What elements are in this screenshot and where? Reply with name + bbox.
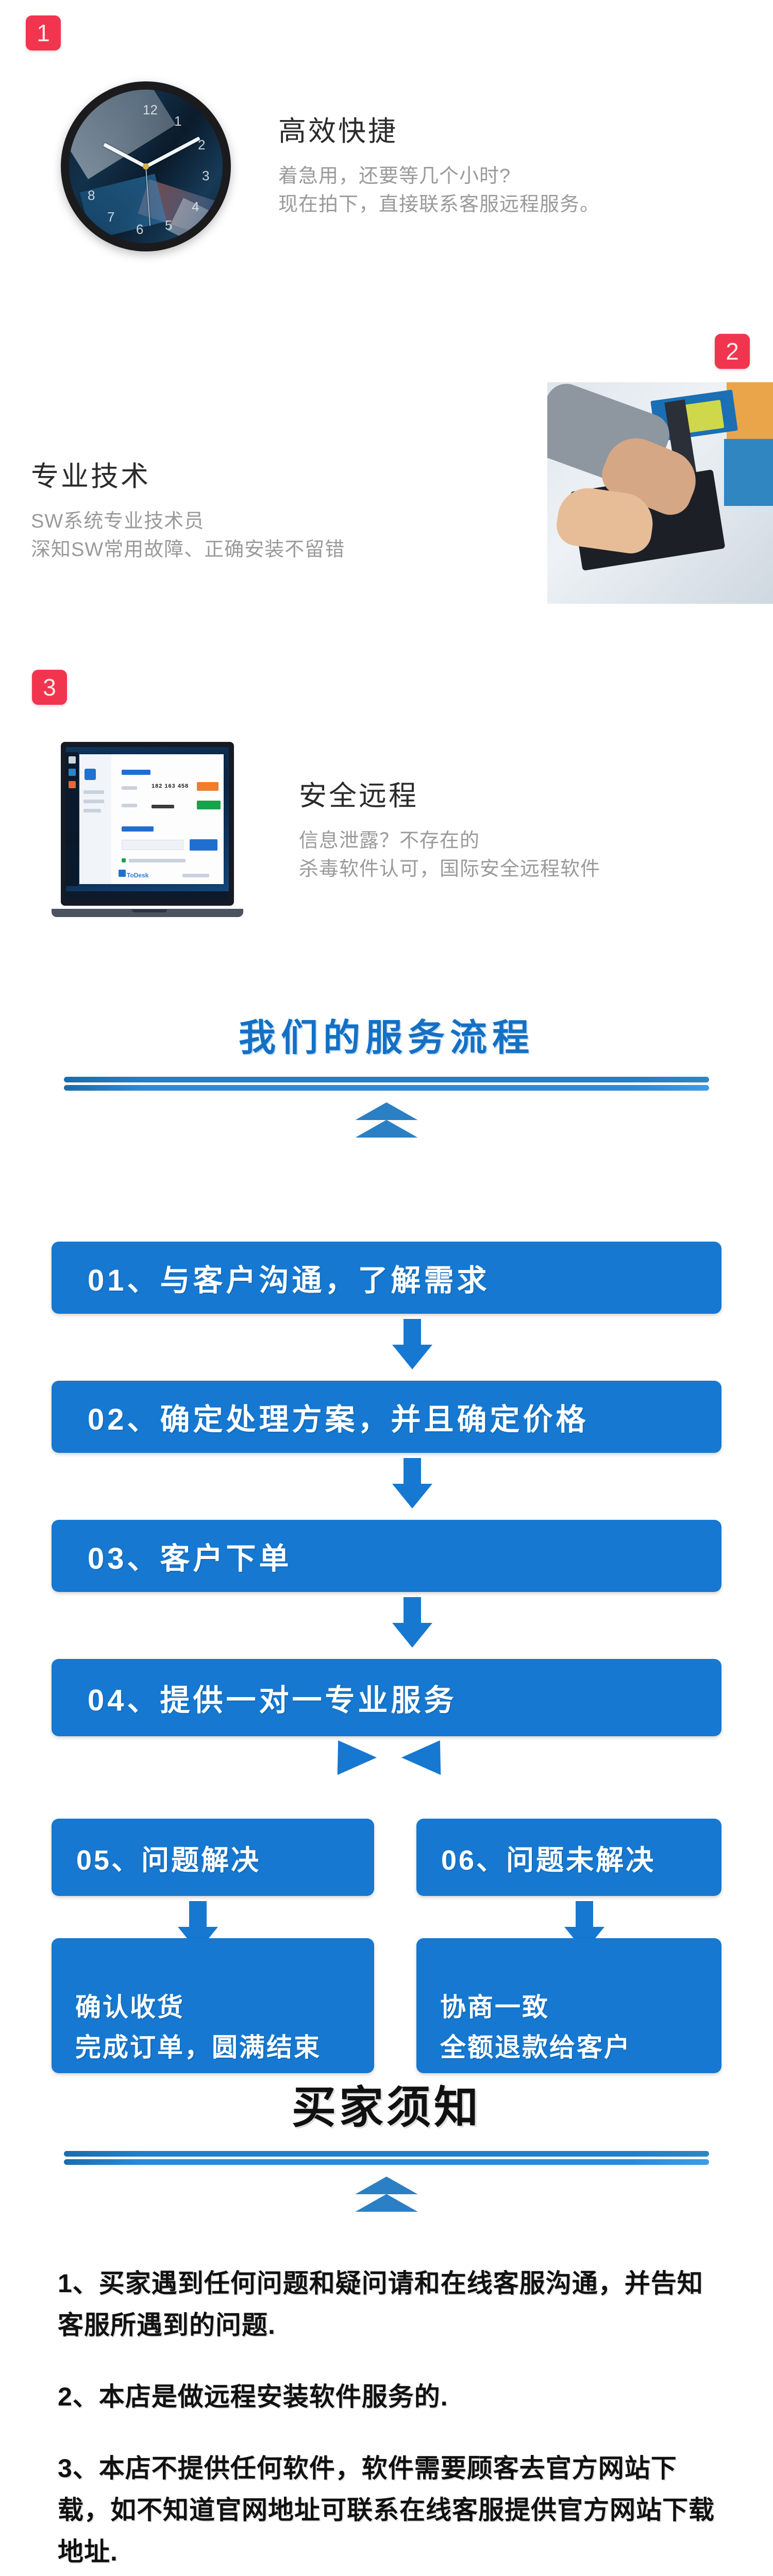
remote-code-input[interactable] bbox=[122, 840, 183, 850]
flow-result-right[interactable]: 协商一致 全额退款给客户 bbox=[416, 1938, 721, 2073]
notice-item-3: 3、本店不提供任何软件，软件需要顾客去官方网站下载，如不知道官网地址可联系在线客… bbox=[58, 2454, 715, 2566]
green-chip bbox=[197, 801, 221, 809]
flow-step-01-label: 01、与客户沟通，了解需求 bbox=[88, 1264, 490, 1297]
flow-result-left[interactable]: 确认收货 完成订单，圆满结束 bbox=[52, 1938, 374, 2073]
windows-dock bbox=[66, 752, 78, 886]
clock-number-2: 2 bbox=[198, 137, 206, 152]
notice-divider bbox=[64, 2151, 709, 2165]
feature-1-subtitle: 着急用，还要等几个小时? 现在拍下，直接联系客服远程服务。 bbox=[278, 162, 600, 219]
feature-2-subtitle: SW系统专业技术员 深知SW常用故障、正确安装不留错 bbox=[31, 507, 345, 564]
flow-result-right-line-1: 协商一致 bbox=[440, 1993, 549, 2022]
flow-result-right-line-2: 全额退款给客户 bbox=[440, 2032, 631, 2062]
chevron-down-icon bbox=[356, 1103, 417, 1152]
flow-arrow-1 bbox=[392, 1319, 432, 1369]
clock-number-12: 12 bbox=[143, 102, 158, 117]
flow-step-04[interactable]: 04、提供一对一专业服务 bbox=[52, 1659, 721, 1736]
feature-1-sub-line-1: 着急用，还要等几个小时? bbox=[278, 165, 511, 187]
orange-chip bbox=[197, 782, 219, 791]
feature-1-sub-line-2: 现在拍下，直接联系客服远程服务。 bbox=[278, 194, 600, 216]
flow-step-05[interactable]: 05、问题解决 bbox=[52, 1819, 374, 1896]
windows-taskbar bbox=[66, 891, 229, 901]
process-heading: 我们的服务流程 bbox=[238, 1018, 534, 1059]
flow-step-06-label: 06、问题未解决 bbox=[441, 1844, 656, 1876]
flow-arrow-2 bbox=[392, 1458, 432, 1509]
flow-result-left-line-1: 确认收货 bbox=[75, 1993, 184, 2022]
feature-3-sub-line-1: 信息泄露？不存在的 bbox=[299, 830, 480, 852]
device-code-heading bbox=[122, 770, 150, 775]
feature-badge-1: 1 bbox=[26, 15, 61, 50]
flow-result-left-line-2: 完成订单，圆满结束 bbox=[75, 2032, 321, 2062]
clock-center-hub bbox=[143, 163, 149, 170]
process-heading-block: 我们的服务流程 bbox=[0, 1007, 773, 1152]
clock-number-8: 8 bbox=[88, 188, 95, 203]
feature-3-sub-line-2: 杀毒软件认可，国际安全远程软件 bbox=[299, 858, 601, 880]
laptop-lid: 182 163 458 ToDesk bbox=[61, 742, 234, 906]
feature-3-title: 安全远程 bbox=[299, 781, 418, 811]
notice-item-1: 1、买家遇到任何问题和疑问请和在线客服沟通，并告知客服所遇到的问题. bbox=[58, 2269, 703, 2340]
clock-number-7: 7 bbox=[107, 209, 115, 225]
remote-control-heading bbox=[122, 826, 154, 832]
clock-number-6: 6 bbox=[136, 222, 144, 237]
todesk-logo-text: ToDesk bbox=[127, 872, 149, 879]
flow-step-04-label: 04、提供一对一专业服务 bbox=[88, 1684, 457, 1717]
feature-2-sub-line-1: SW系统专业技术员 bbox=[31, 511, 205, 532]
laptop-notch bbox=[132, 909, 167, 912]
flow-step-03[interactable]: 03、客户下单 bbox=[52, 1520, 721, 1592]
clock-number-5: 5 bbox=[165, 217, 173, 233]
flow-arrow-branch-left bbox=[325, 1740, 377, 1787]
clock-minute-hand bbox=[145, 137, 200, 168]
connect-button[interactable] bbox=[190, 839, 217, 851]
flow-arrow-branch-right bbox=[401, 1740, 453, 1787]
feature-badge-2: 2 bbox=[715, 334, 750, 369]
feature-2-title: 专业技术 bbox=[31, 461, 150, 492]
feature-3-subtitle: 信息泄露？不存在的 杀毒软件认可，国际安全远程软件 bbox=[299, 827, 600, 884]
flow-step-01[interactable]: 01、与客户沟通，了解需求 bbox=[52, 1242, 721, 1314]
flow-step-05-label: 05、问题解决 bbox=[76, 1844, 261, 1876]
feature-2-sub-line-2: 深知SW常用故障、正确安装不留错 bbox=[31, 539, 345, 561]
todesk-sidebar bbox=[79, 754, 111, 884]
user-avatar bbox=[85, 769, 96, 780]
feature-block-2: 专业技术 SW系统专业技术员 深知SW常用故障、正确安装不留错 bbox=[31, 453, 345, 564]
flow-step-02-label: 02、确定处理方案，并且确定价格 bbox=[88, 1403, 589, 1436]
todesk-window: 182 163 458 ToDesk bbox=[79, 754, 224, 884]
feature-block-3: 安全远程 信息泄露？不存在的 杀毒软件认可，国际安全远程软件 bbox=[299, 773, 600, 884]
laptop-remote-desktop-image: 182 163 458 ToDesk bbox=[52, 737, 247, 917]
notice-heading-block: 买家须知 bbox=[0, 2071, 773, 2226]
clock-number-1: 1 bbox=[174, 113, 182, 129]
flow-step-02[interactable]: 02、确定处理方案，并且确定价格 bbox=[52, 1381, 721, 1453]
flow-split-arrows bbox=[325, 1740, 453, 1809]
clock-number-4: 4 bbox=[192, 199, 199, 214]
notice-item-2: 2、本店是做远程安装软件服务的. bbox=[58, 2382, 448, 2411]
flow-step-06[interactable]: 06、问题未解决 bbox=[416, 1819, 721, 1896]
feature-1-title: 高效快捷 bbox=[278, 116, 398, 147]
flow-arrow-3 bbox=[392, 1597, 432, 1648]
process-divider bbox=[64, 1077, 709, 1091]
laptop-base bbox=[52, 909, 243, 917]
laptop-screen: 182 163 458 ToDesk bbox=[66, 747, 229, 901]
chevron-down-icon-2 bbox=[356, 2177, 417, 2226]
wall-clock-image: 12 1 2 3 4 5 6 7 8 bbox=[61, 81, 231, 251]
clock-number-3: 3 bbox=[202, 168, 210, 183]
device-code-value: 182 163 458 bbox=[152, 783, 189, 789]
notice-list: 1、买家遇到任何问题和疑问请和在线客服沟通，并告知客服所遇到的问题. 2、本店是… bbox=[58, 2263, 722, 2576]
notice-heading: 买家须知 bbox=[292, 2083, 481, 2132]
flow-step-03-label: 03、客户下单 bbox=[88, 1542, 292, 1575]
typing-on-laptop-photo bbox=[547, 382, 773, 604]
feature-badge-3: 3 bbox=[32, 670, 67, 705]
feature-block-1: 高效快捷 着急用，还要等几个小时? 现在拍下，直接联系客服远程服务。 bbox=[278, 108, 600, 219]
